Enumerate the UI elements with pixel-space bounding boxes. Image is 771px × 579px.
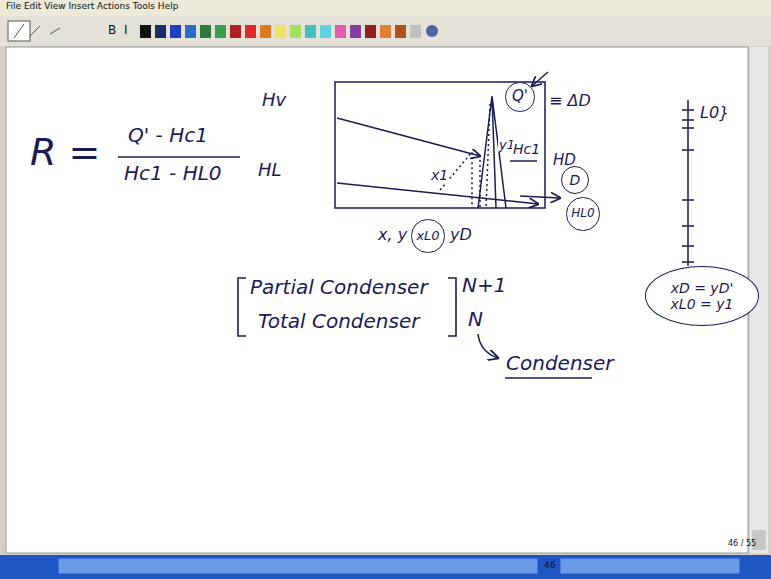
page-number: 46 / 55 (728, 540, 756, 549)
menu-bar (0, 0, 771, 16)
circled-note: xD = yD'xL0 = y1 (645, 266, 759, 325)
circled-note: D (561, 166, 589, 194)
circled-note: HL0 (566, 197, 599, 230)
column-sketch (682, 100, 694, 266)
ink-label: Total Condenser (258, 310, 420, 332)
circled-text: xL0 = y1 (671, 296, 734, 312)
ink-label: Q' - Hc1 (128, 124, 208, 146)
colour-palette (140, 25, 438, 38)
ink-label: Hc1 - HL0 (124, 162, 222, 184)
ink-label: B (108, 24, 116, 37)
tool-icons (8, 21, 60, 41)
ink-label: x1 (430, 168, 449, 183)
tool-bar (0, 16, 771, 46)
ink-label: yD (450, 226, 472, 244)
ink-label: HL (258, 160, 282, 180)
circled-text: Q' (512, 88, 528, 105)
fraction-bar (118, 156, 240, 158)
circled-note: Q' (505, 82, 534, 111)
circled-text: xD = yD' (671, 280, 734, 296)
ink-label: Condenser (506, 352, 614, 374)
circled-text: D (570, 172, 581, 188)
ink-label: L0} (700, 104, 729, 122)
page-strip-cells (58, 558, 740, 574)
ink-label: Hv (262, 90, 286, 110)
circled-text: HL0 (571, 207, 594, 221)
page-canvas (6, 47, 748, 553)
ink-label: R = (30, 132, 100, 174)
page-strip (0, 555, 771, 579)
menu-text: File Edit View Insert Actions Tools Help (6, 2, 178, 12)
ink-label: ≡ ΔD (548, 92, 592, 110)
page-number: 46 (544, 561, 555, 571)
circled-text: xL0 (416, 229, 439, 244)
ink-label: Partial Condenser (250, 276, 428, 298)
ink-label: Hc1 (512, 142, 541, 157)
ink-label: x, y (378, 226, 407, 244)
enthalpy-chart (335, 72, 560, 208)
ink-label: I (124, 24, 128, 37)
circled-note: xL0 (411, 219, 444, 252)
ink-label: N+1 (462, 274, 506, 296)
ink-label: N (468, 308, 483, 330)
